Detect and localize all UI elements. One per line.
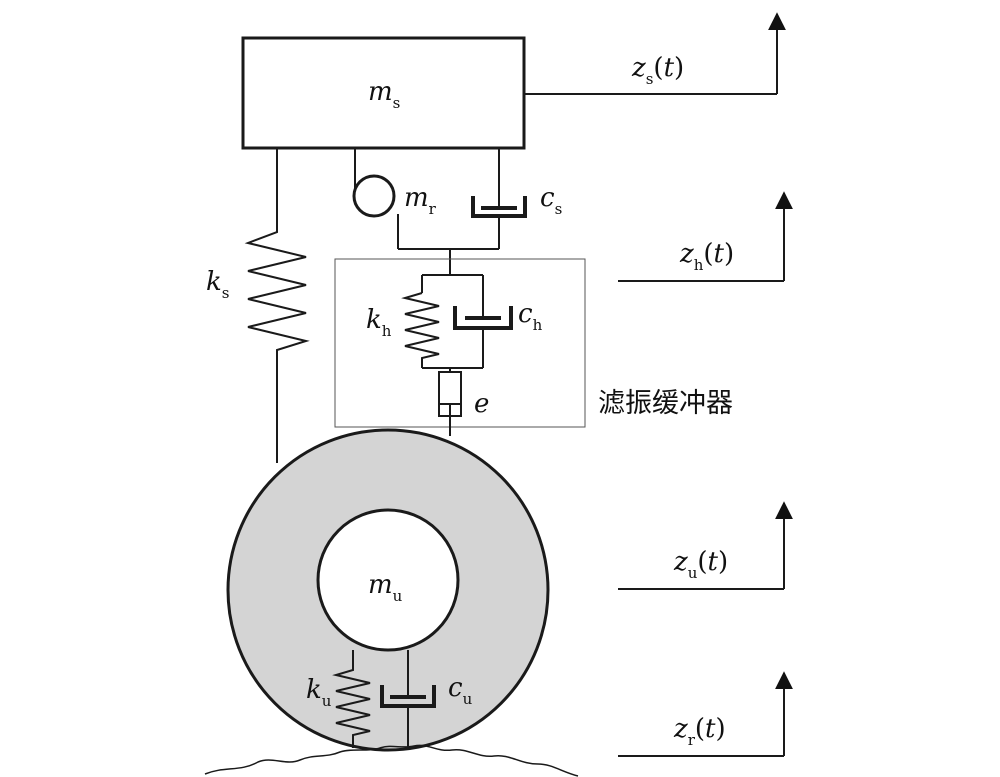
tire-spring	[332, 650, 371, 748]
gap-sleeve	[438, 371, 462, 405]
buffer-title: 滤振缓冲器	[598, 388, 733, 419]
gap-label: e	[474, 389, 489, 419]
wheel-hub	[316, 508, 460, 652]
road-surface	[204, 744, 579, 777]
sprung-mass-block	[241, 36, 526, 150]
suspension-spring	[244, 148, 310, 463]
zu-label: zu(t)	[673, 547, 728, 582]
buffer-spring	[401, 292, 440, 368]
suspension-damper-label: cs	[540, 183, 562, 218]
rotor-mass	[352, 174, 396, 218]
tire-spring-label: ku	[306, 675, 332, 710]
buffer-spring-label: kh	[366, 305, 392, 340]
suspension-spring-label: ks	[206, 267, 229, 302]
sprung-mass-label: ms	[368, 77, 400, 112]
zr-label: zr(t)	[673, 714, 726, 749]
tire-damper-label: cu	[448, 673, 473, 708]
buffer-damper-label: ch	[518, 299, 543, 334]
unsprung-mass-label: mu	[368, 570, 403, 605]
zs-label: zs(t)	[631, 53, 684, 88]
buffer-box	[334, 258, 586, 428]
zh-label: zh(t)	[679, 239, 734, 274]
rotor-mass-label: mr	[404, 183, 437, 218]
